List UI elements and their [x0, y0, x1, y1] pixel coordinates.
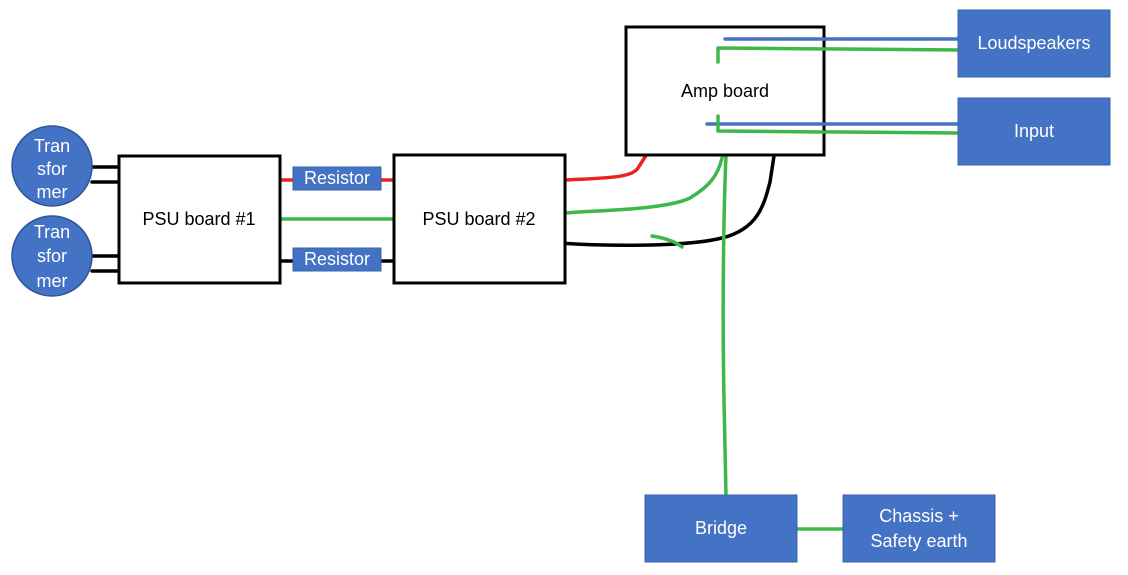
amp-board-label: Amp board [681, 81, 769, 101]
psu-board-1: PSU board #1 [117, 154, 282, 285]
resistor-bottom-label: Resistor [304, 249, 370, 269]
wire-black-psu2-amp [556, 154, 776, 248]
wire-green-stub [650, 234, 684, 249]
transformer-2-label-line3: mer [37, 271, 68, 291]
wire-green-psu2-amp [563, 156, 724, 215]
psu-board-2-label: PSU board #2 [422, 209, 535, 229]
resistor-bottom: Resistor [292, 247, 382, 272]
transformer-2-label-line2: sfor [37, 246, 67, 266]
chassis-node: Chassis + Safety earth [842, 494, 996, 563]
input-label: Input [1014, 121, 1054, 141]
transformer-1-label-line3: mer [37, 182, 68, 202]
resistor-top-label: Resistor [304, 168, 370, 188]
wire-green-amp-input-inner [716, 114, 826, 134]
transformer-1-label-line2: sfor [37, 159, 67, 179]
chassis-label-line2: Safety earth [870, 531, 967, 551]
resistor-top: Resistor [292, 166, 382, 191]
transformer-2: Tran sfor mer [11, 215, 93, 297]
wire-red-psu2-amp [563, 152, 649, 182]
wire-green-amp-bridge [721, 153, 728, 498]
input-node: Input [957, 97, 1111, 166]
transformer-2-label-line1: Tran [34, 222, 70, 242]
loudspeakers-label: Loudspeakers [977, 33, 1090, 53]
psu-board-1-label: PSU board #1 [142, 209, 255, 229]
bridge-node: Bridge [644, 494, 798, 563]
bridge-label: Bridge [695, 518, 747, 538]
wire-green-amp-loudspeakers-inner [716, 46, 826, 64]
chassis-label-line1: Chassis + [879, 506, 959, 526]
psu-board-2: PSU board #2 [392, 153, 567, 285]
amp-board: Amp board [624, 25, 826, 157]
transformer-1: Tran sfor mer [11, 125, 93, 207]
loudspeakers-node: Loudspeakers [957, 9, 1111, 78]
transformer-1-label-line1: Tran [34, 136, 70, 156]
